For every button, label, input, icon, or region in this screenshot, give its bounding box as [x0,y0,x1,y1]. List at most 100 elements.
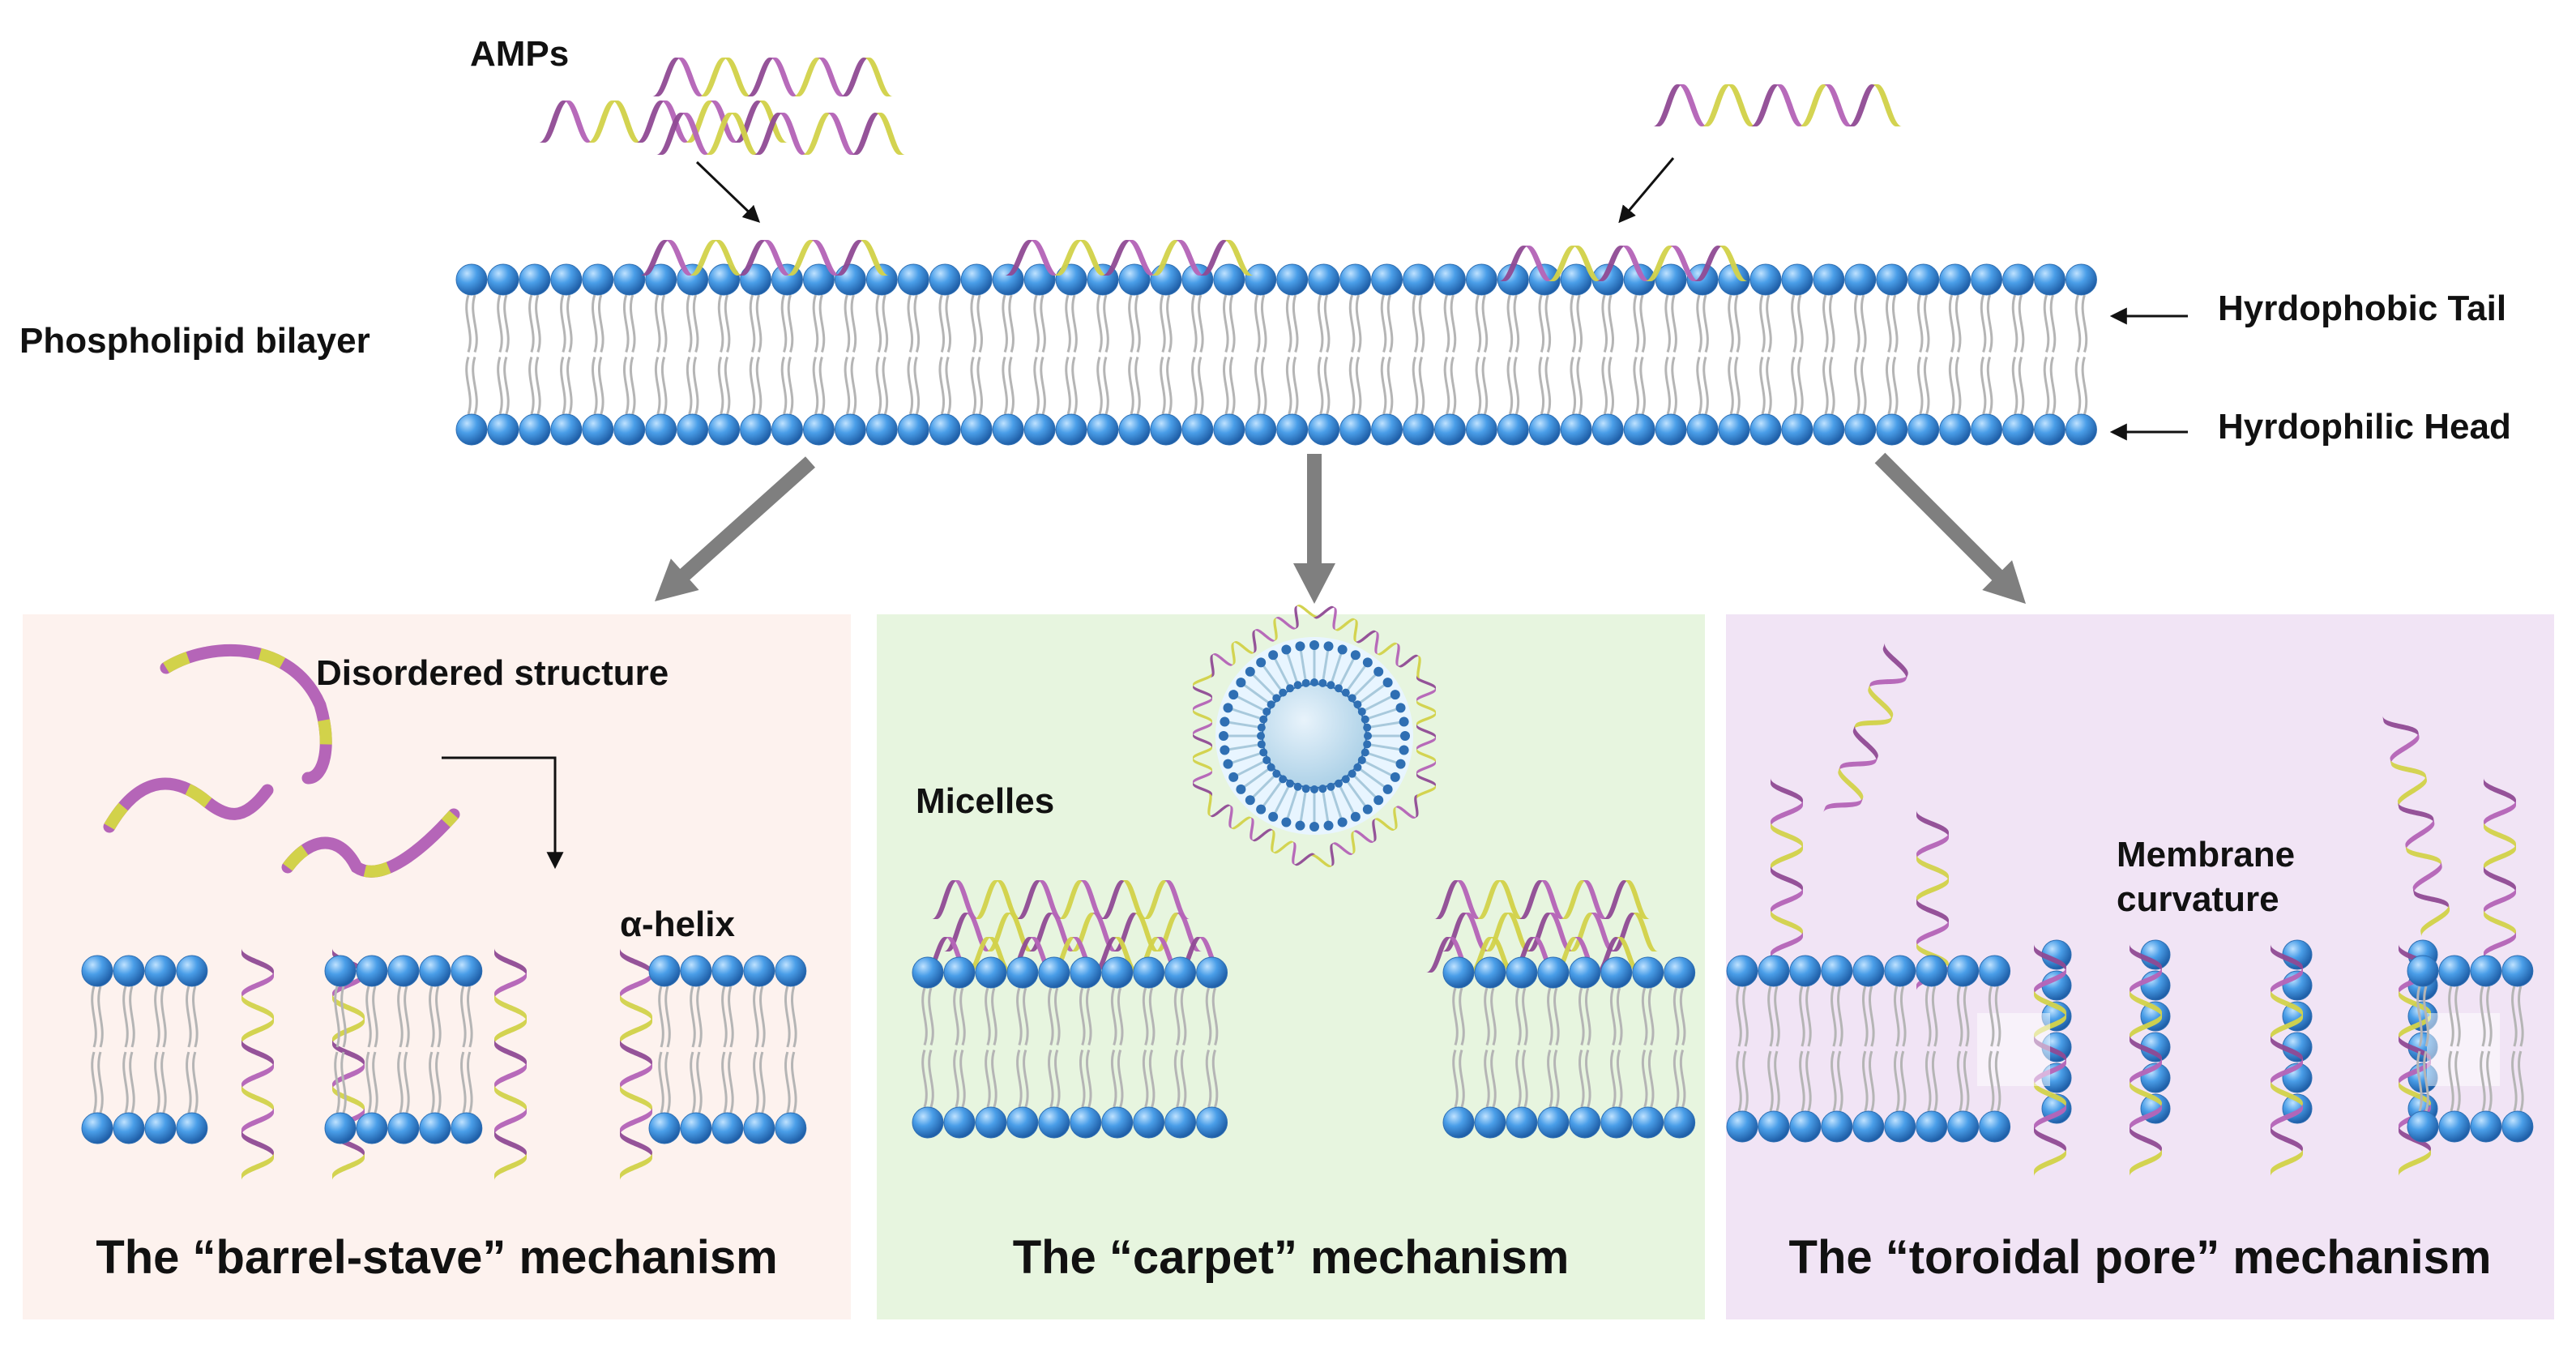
lipid-tail [1980,357,1987,415]
lipid-head [992,263,1024,296]
lipid-tail [1988,1050,1995,1112]
helix-segment [1049,913,1076,951]
lipid-tail [2074,294,2082,353]
micelle-outer-head [1295,641,1305,652]
lipid-head [943,956,976,989]
lipid-head [1781,413,1813,446]
lipid-head [1623,413,1655,446]
lipid-tail [1963,1050,1970,1112]
helix-segment [1102,240,1133,276]
membrane-curvature-label-line1: Membrane [2117,835,2296,874]
lipid-tail [1002,357,1008,415]
lipid-head [1632,956,1664,989]
micelle-outer-head [1399,716,1409,727]
lipid-tail [959,1050,966,1108]
helix-segment [1199,240,1230,276]
lipid-tail [1608,294,1615,353]
lipid-tail [91,1051,97,1114]
helix-segment [1476,880,1503,919]
lipid-tail [696,986,703,1048]
micelle-amp [1309,793,1419,867]
lipid-tail [913,357,921,415]
lipid-tail [1459,987,1465,1046]
lipid-tail [959,987,966,1046]
lipid-head [1118,413,1151,446]
barrel-stave-membrane-2 [324,955,483,1144]
lipid-tail [953,987,959,1046]
lipid-tail [1452,1050,1459,1108]
helix-segment [620,948,652,977]
micelle-outer-head [1220,745,1230,755]
helix-segment [241,1039,274,1067]
lipid-head [775,1112,807,1144]
carpet-amp-left-2 [944,913,1203,951]
disordered-peptide-2 [103,777,274,833]
lipid-tail [1805,1050,1812,1112]
helix-segment [1037,880,1064,919]
lipid-tail [465,357,472,415]
surface-amps [640,240,1749,281]
lipid-tail [721,1051,728,1114]
lipid-tail [1742,986,1749,1047]
helix-segment [241,971,274,999]
helix-segment [2271,1012,2303,1041]
lipid-tail [1734,357,1741,415]
lipid-tail [1822,357,1829,415]
micelle-tail [1346,664,1367,691]
helix-segment [676,58,705,96]
lipid-tail [907,294,914,353]
lipid-head [613,413,646,446]
lipid-tail [2486,1050,2493,1112]
micelle-outer-head [1390,772,1400,782]
lipid-head [1789,955,1822,987]
lipid-head [2002,413,2035,446]
micelle-outer-head [1220,716,1230,727]
lipid-head [1884,955,1916,987]
micelle-inner-head [1318,678,1327,687]
helix-segment [2484,909,2516,937]
lipid-tail [875,294,882,353]
lipid-tail [654,294,661,353]
lipid-tail [790,1051,797,1114]
lipid-tail [1148,987,1156,1046]
helix-segment [1771,887,1803,915]
helix-segment [1718,246,1749,281]
carpet-membrane-left [912,956,1228,1139]
lipid-head [1276,413,1309,446]
lipid-head [1038,956,1070,989]
helix-segment [1224,240,1254,276]
helix-segment [587,100,618,143]
helix-segment [2034,1148,2066,1177]
lipid-head [582,263,614,296]
lipid-head [1852,1110,1885,1143]
lipid-tail [1916,294,1924,353]
lipid-head [1664,956,1696,989]
lipid-head [802,263,835,296]
lipid-head [113,1112,145,1144]
lipid-head [387,955,420,987]
micelle-tail [1228,721,1259,729]
micelle-tail [1339,657,1356,686]
lipid-tail [2081,357,2088,415]
lipid-head [960,413,993,446]
micelle-outer-head [1268,650,1279,661]
helix-segment [1193,745,1212,760]
lipid-tail [1570,294,1577,353]
lipid-tail [503,294,510,353]
helix-segment [2130,967,2162,995]
lipid-tail [2518,986,2524,1047]
lipid-tail [1040,294,1046,353]
helix-segment [2484,866,2516,893]
lipid-tail [1481,357,1489,415]
lipid-tail [1211,1050,1219,1108]
helix-segment [1155,913,1181,951]
helix-segment [875,113,906,155]
lipid-head [1055,413,1087,446]
lipid-tail [1317,294,1324,353]
amps-label: AMPs [470,34,570,74]
lipid-head [1813,263,1845,296]
micelle-inner-head [1361,748,1369,757]
lipid-tail [1180,987,1187,1046]
lipid-head [1623,263,1655,296]
helix-segment [636,100,667,143]
